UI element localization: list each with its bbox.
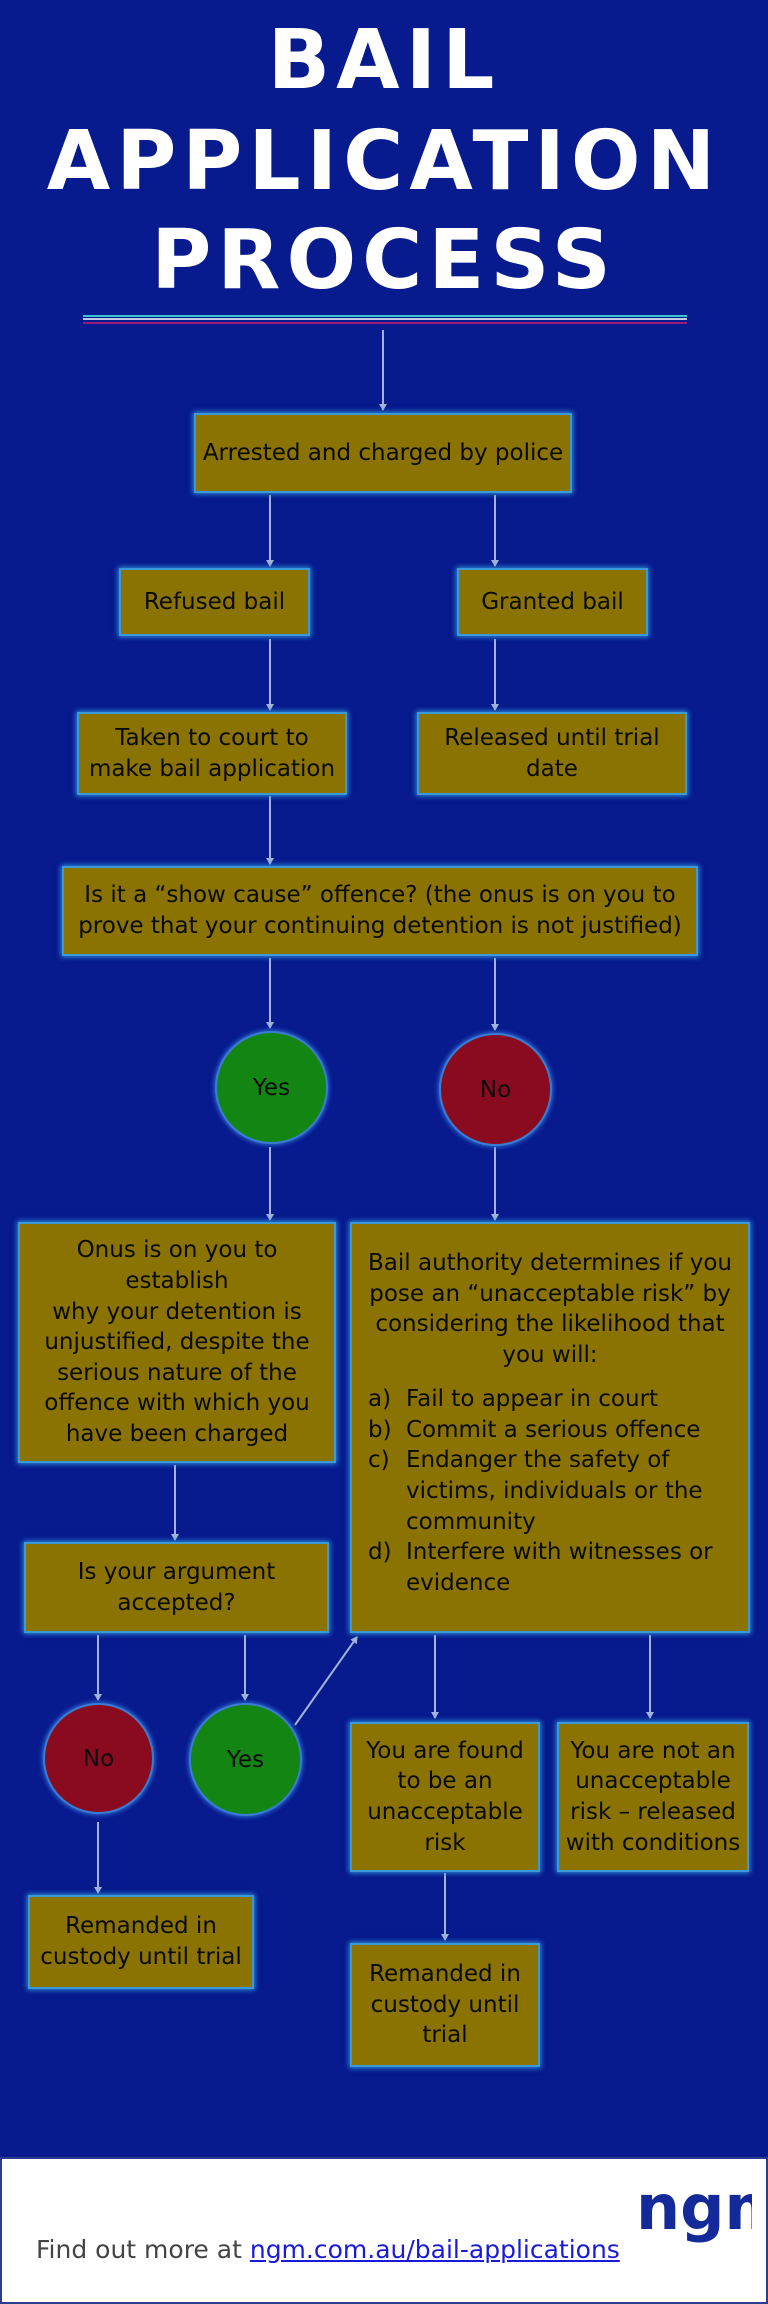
title-line-2: APPLICATION [46,114,722,209]
node-yes-show-cause: Yes [215,1031,328,1144]
node-unacceptable-risk-test: Bail authority determines if you pose an… [350,1222,750,1633]
node-no-argument: No [43,1703,154,1814]
svg-text:ngm: ngm [636,2171,752,2244]
title-line-3: PROCESS [151,213,617,308]
title-line-1: BAIL [267,13,501,108]
risk-factor-item: a)Fail to appear in court [368,1386,659,1413]
risk-factor-item: d)Interfere with witnesses or evidence [368,1539,713,1596]
risk-factor-item: b)Commit a serious offence [368,1416,701,1443]
footer: Find out more at ngm.com.au/bail-applica… [0,2157,768,2304]
node-argument-accepted: Is your argument accepted? [24,1542,329,1633]
footer-text: Find out more at ngm.com.au/bail-applica… [36,2235,620,2264]
arrow-yes-to-risk [294,1636,358,1726]
node-granted-bail: Granted bail [457,568,648,636]
node-found-unacceptable-risk: You are found to be an unacceptable risk [350,1722,540,1872]
node-not-unacceptable-risk: You are not an unacceptable risk – relea… [557,1722,749,1872]
footer-link[interactable]: ngm.com.au/bail-applications [249,2235,620,2264]
risk-factor-item: c)Endanger the safety of victims, indivi… [368,1447,703,1535]
node-released-until-trial: Released until trial date [417,712,687,795]
node-refused-bail: Refused bail [119,568,310,636]
node-taken-to-court: Taken to court to make bail application [77,712,347,795]
node-remanded-custody-right: Remanded in custody until trial [350,1943,540,2067]
node-onus-on-you: Onus is on you to establish why your det… [18,1222,336,1463]
node-remanded-custody-left: Remanded in custody until trial [28,1895,254,1989]
title-underline [83,315,687,324]
node-arrested: Arrested and charged by police [194,413,572,493]
node-no-show-cause: No [439,1033,552,1146]
ngm-logo: ngm [636,2171,752,2244]
node-yes-argument: Yes [189,1703,302,1816]
risk-factor-list: a)Fail to appear in court b)Commit a ser… [352,1384,748,1598]
node-show-cause-question: Is it a “show cause” offence? (the onus … [62,866,698,956]
